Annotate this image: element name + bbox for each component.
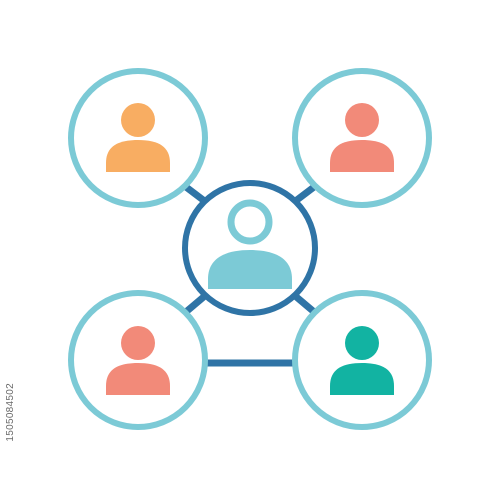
person-icon [106,103,170,172]
person-icon [106,326,170,395]
person-icon [330,326,394,395]
node-top-right [292,68,432,208]
node-bottom-right [292,290,432,430]
person-icon [330,103,394,172]
ring-top-left [68,68,208,208]
node-top-left [68,68,208,208]
node-center [182,180,318,316]
person-icon [208,199,292,289]
node-bottom-left [68,290,208,430]
stock-id-label: 1505084502 [5,383,16,442]
ring-top-right [292,68,432,208]
